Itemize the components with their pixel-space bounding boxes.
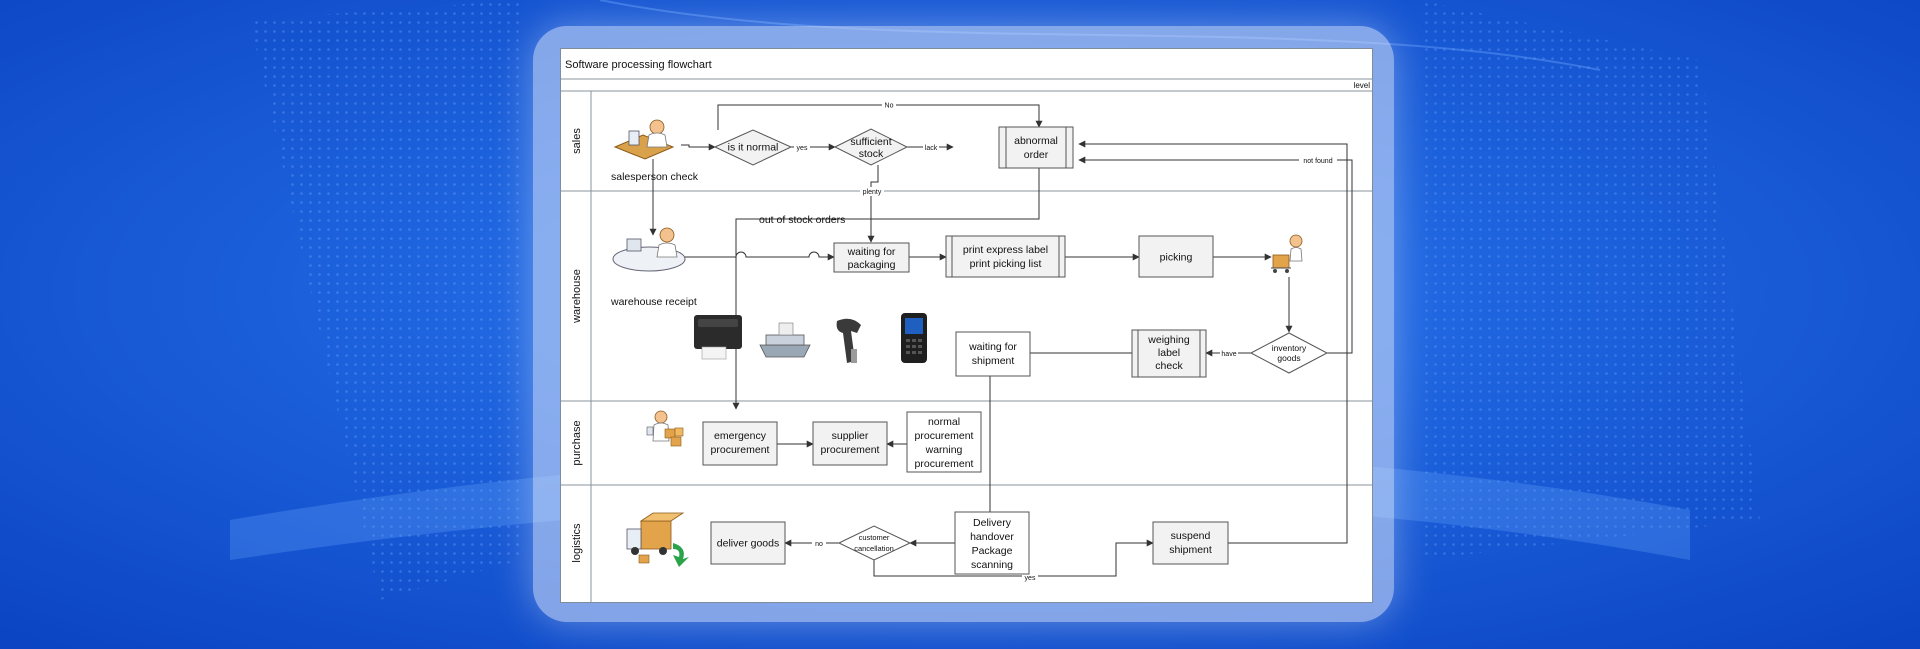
warehouse-receipt-label: warehouse receipt — [610, 296, 697, 308]
out-of-stock-orders-label: out of stock orders — [759, 214, 845, 226]
lane-label-logistics: logistics — [571, 523, 583, 563]
level-label: level — [1354, 81, 1371, 90]
svg-text:suspend: suspend — [1171, 530, 1211, 542]
svg-text:order: order — [1024, 149, 1049, 161]
svg-text:handover: handover — [970, 531, 1014, 543]
svg-text:sufficient: sufficient — [850, 136, 891, 148]
decision-customer-cancellation: customer cancellation — [837, 525, 912, 561]
svg-text:warning: warning — [925, 444, 963, 456]
svg-text:waiting for: waiting for — [847, 246, 896, 258]
svg-text:cancellation: cancellation — [854, 544, 894, 553]
decision-is-it-normal: is it normal — [713, 129, 793, 166]
svg-text:shipment: shipment — [972, 355, 1015, 367]
svg-text:picking: picking — [1160, 252, 1193, 264]
svg-text:emergency: emergency — [714, 430, 767, 442]
node-abnormal-order: abnormal order — [998, 126, 1074, 169]
purchaser-icon — [646, 410, 684, 447]
delivery-truck-icon — [626, 512, 689, 567]
svg-text:deliver goods: deliver goods — [717, 538, 779, 550]
node-emergency-procurement: emergency procurement — [702, 421, 778, 466]
svg-text:print picking list: print picking list — [970, 258, 1042, 270]
decision-sufficient-stock: sufficient stock — [833, 128, 909, 166]
barcode-scanner-icon — [836, 318, 861, 363]
svg-text:procurement: procurement — [821, 444, 880, 456]
lane-label-sales: sales — [571, 128, 583, 154]
edge-label-no-top: No — [885, 103, 894, 110]
svg-text:procurement: procurement — [915, 430, 974, 442]
svg-text:goods: goods — [1277, 353, 1300, 363]
node-waiting-for-packaging: waiting for packaging — [833, 242, 910, 273]
edge-label-yes: yes — [797, 145, 808, 152]
picker-cart-icon — [1271, 234, 1303, 273]
weighing-scale-icon — [759, 322, 811, 358]
svg-text:inventory: inventory — [1272, 343, 1307, 353]
svg-text:check: check — [1155, 360, 1183, 372]
edge-label-yes-bottom: yes — [1025, 575, 1036, 582]
salesperson-icon — [613, 119, 675, 160]
node-delivery-handover: Delivery handover Package scanning — [954, 511, 1030, 575]
handheld-terminal-icon — [901, 313, 927, 363]
connectors — [649, 104, 1353, 577]
node-suspend-shipment: suspend shipment — [1152, 521, 1229, 565]
svg-text:stock: stock — [859, 148, 884, 160]
edge-label-have: have — [1221, 351, 1236, 358]
svg-text:print express label: print express label — [963, 244, 1048, 256]
node-weighing-label-check: weighing label check — [1131, 329, 1207, 378]
node-waiting-for-shipment: waiting for shipment — [955, 331, 1031, 377]
svg-text:is it normal: is it normal — [728, 142, 779, 154]
edge-label-plenty: plenty — [863, 189, 882, 196]
edge-label-no: no — [815, 541, 823, 548]
svg-text:waiting for: waiting for — [968, 341, 1017, 353]
label-printer-icon — [694, 315, 742, 360]
svg-text:procurement: procurement — [711, 444, 770, 456]
lane-label-purchase: purchase — [571, 420, 583, 465]
svg-text:normal: normal — [928, 416, 960, 428]
node-picking: picking — [1138, 235, 1214, 278]
edge-label-not-found: not found — [1303, 158, 1332, 165]
svg-text:scanning: scanning — [971, 559, 1013, 571]
flowchart: Software processing flowchart level sale… — [560, 48, 1373, 603]
svg-text:customer: customer — [859, 533, 890, 542]
node-deliver-goods: deliver goods — [710, 521, 786, 565]
salesperson-check-label: salesperson check — [611, 171, 699, 183]
svg-text:label: label — [1158, 347, 1180, 359]
edge-label-lack: lack — [925, 145, 938, 152]
svg-text:procurement: procurement — [915, 458, 974, 470]
svg-text:Delivery: Delivery — [973, 517, 1012, 529]
svg-text:supplier: supplier — [832, 430, 869, 442]
decision-inventory-goods: inventory goods — [1249, 332, 1329, 374]
chart-title: Software processing flowchart — [565, 59, 712, 71]
svg-text:packaging: packaging — [848, 259, 896, 271]
svg-text:Package: Package — [972, 545, 1013, 557]
node-print-labels: print express label print picking list — [945, 235, 1066, 278]
node-normal-procurement: normal procurement warning procurement — [906, 411, 982, 473]
svg-text:abnormal: abnormal — [1014, 135, 1058, 147]
node-supplier-procurement: supplier procurement — [812, 421, 888, 466]
svg-text:shipment: shipment — [1169, 544, 1212, 556]
lane-grid — [561, 78, 1372, 602]
lane-label-warehouse: warehouse — [571, 269, 583, 324]
warehouse-clerk-icon — [612, 227, 686, 272]
svg-text:weighing: weighing — [1147, 334, 1190, 346]
